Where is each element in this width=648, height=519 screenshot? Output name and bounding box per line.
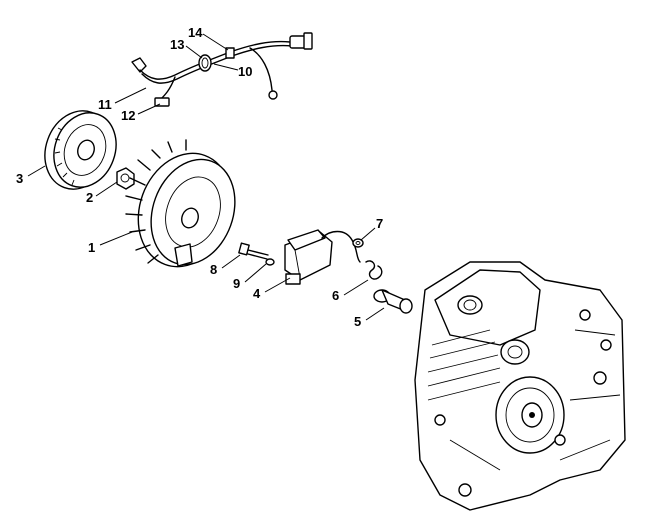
callout-7: 7 (376, 216, 383, 231)
bolt-and-washer (238, 242, 275, 266)
callout-11: 11 (98, 97, 112, 112)
fan-housing-disc (44, 110, 117, 190)
spring (365, 260, 383, 280)
flywheel (125, 139, 236, 268)
callout-14: 14 (188, 25, 203, 40)
callout-12: 12 (121, 108, 135, 123)
callout-labels: 1 2 3 4 5 6 7 8 9 10 11 12 13 14 (16, 25, 383, 329)
callout-6: 6 (332, 288, 339, 303)
callout-8: 8 (210, 262, 217, 277)
nut (116, 167, 135, 190)
callout-3: 3 (16, 171, 23, 186)
callout-13: 13 (170, 37, 184, 52)
engine-crankcase (414, 261, 626, 511)
ignition-module (284, 229, 361, 285)
callout-2: 2 (86, 190, 93, 205)
spark-plug-boot (373, 289, 413, 314)
leader-lines (27, 33, 385, 321)
callout-5: 5 (354, 314, 361, 329)
callout-9: 9 (233, 276, 240, 291)
wiring-harness (131, 32, 313, 107)
washer-7 (352, 238, 364, 248)
callout-1: 1 (88, 240, 95, 255)
callout-10: 10 (238, 64, 252, 79)
callout-4: 4 (253, 286, 261, 301)
